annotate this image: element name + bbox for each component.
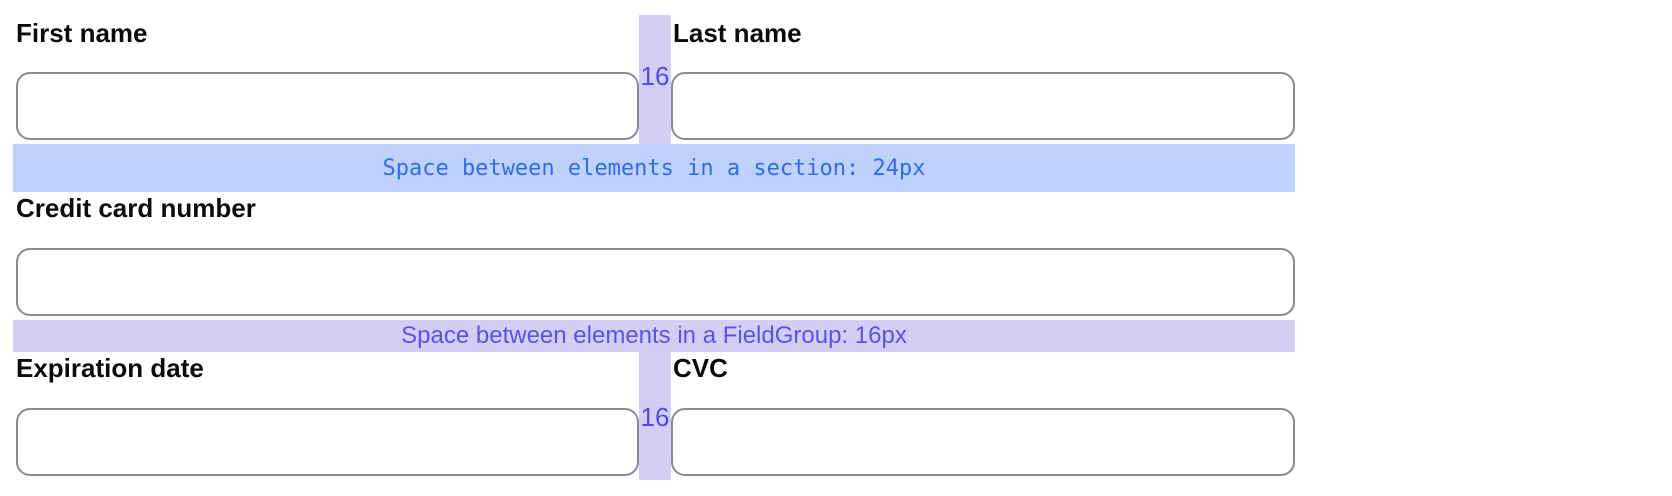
- column-gap-value-top: 16: [640, 61, 670, 91]
- first-name-label: First name: [16, 18, 148, 48]
- first-name-input[interactable]: [16, 72, 639, 140]
- last-name-input[interactable]: [671, 72, 1295, 140]
- credit-card-number-label: Credit card number: [16, 193, 256, 223]
- column-gap-highlight-bottom: 16: [639, 352, 671, 480]
- credit-card-number-input[interactable]: [16, 248, 1295, 316]
- section-gap-highlight: Space between elements in a section: 24p…: [13, 144, 1295, 192]
- section-gap-label: Space between elements in a section: 24p…: [382, 155, 926, 181]
- expiration-date-label: Expiration date: [16, 353, 204, 383]
- fieldgroup-gap-label: Space between elements in a FieldGroup: …: [401, 322, 907, 349]
- expiration-date-input[interactable]: [16, 408, 639, 476]
- column-gap-value-bottom: 16: [640, 402, 670, 432]
- cvc-label: CVC: [673, 353, 728, 383]
- fieldgroup-gap-highlight: Space between elements in a FieldGroup: …: [13, 320, 1295, 352]
- cvc-input[interactable]: [671, 408, 1295, 476]
- column-gap-highlight-top: 16: [639, 15, 671, 144]
- last-name-label: Last name: [673, 18, 802, 48]
